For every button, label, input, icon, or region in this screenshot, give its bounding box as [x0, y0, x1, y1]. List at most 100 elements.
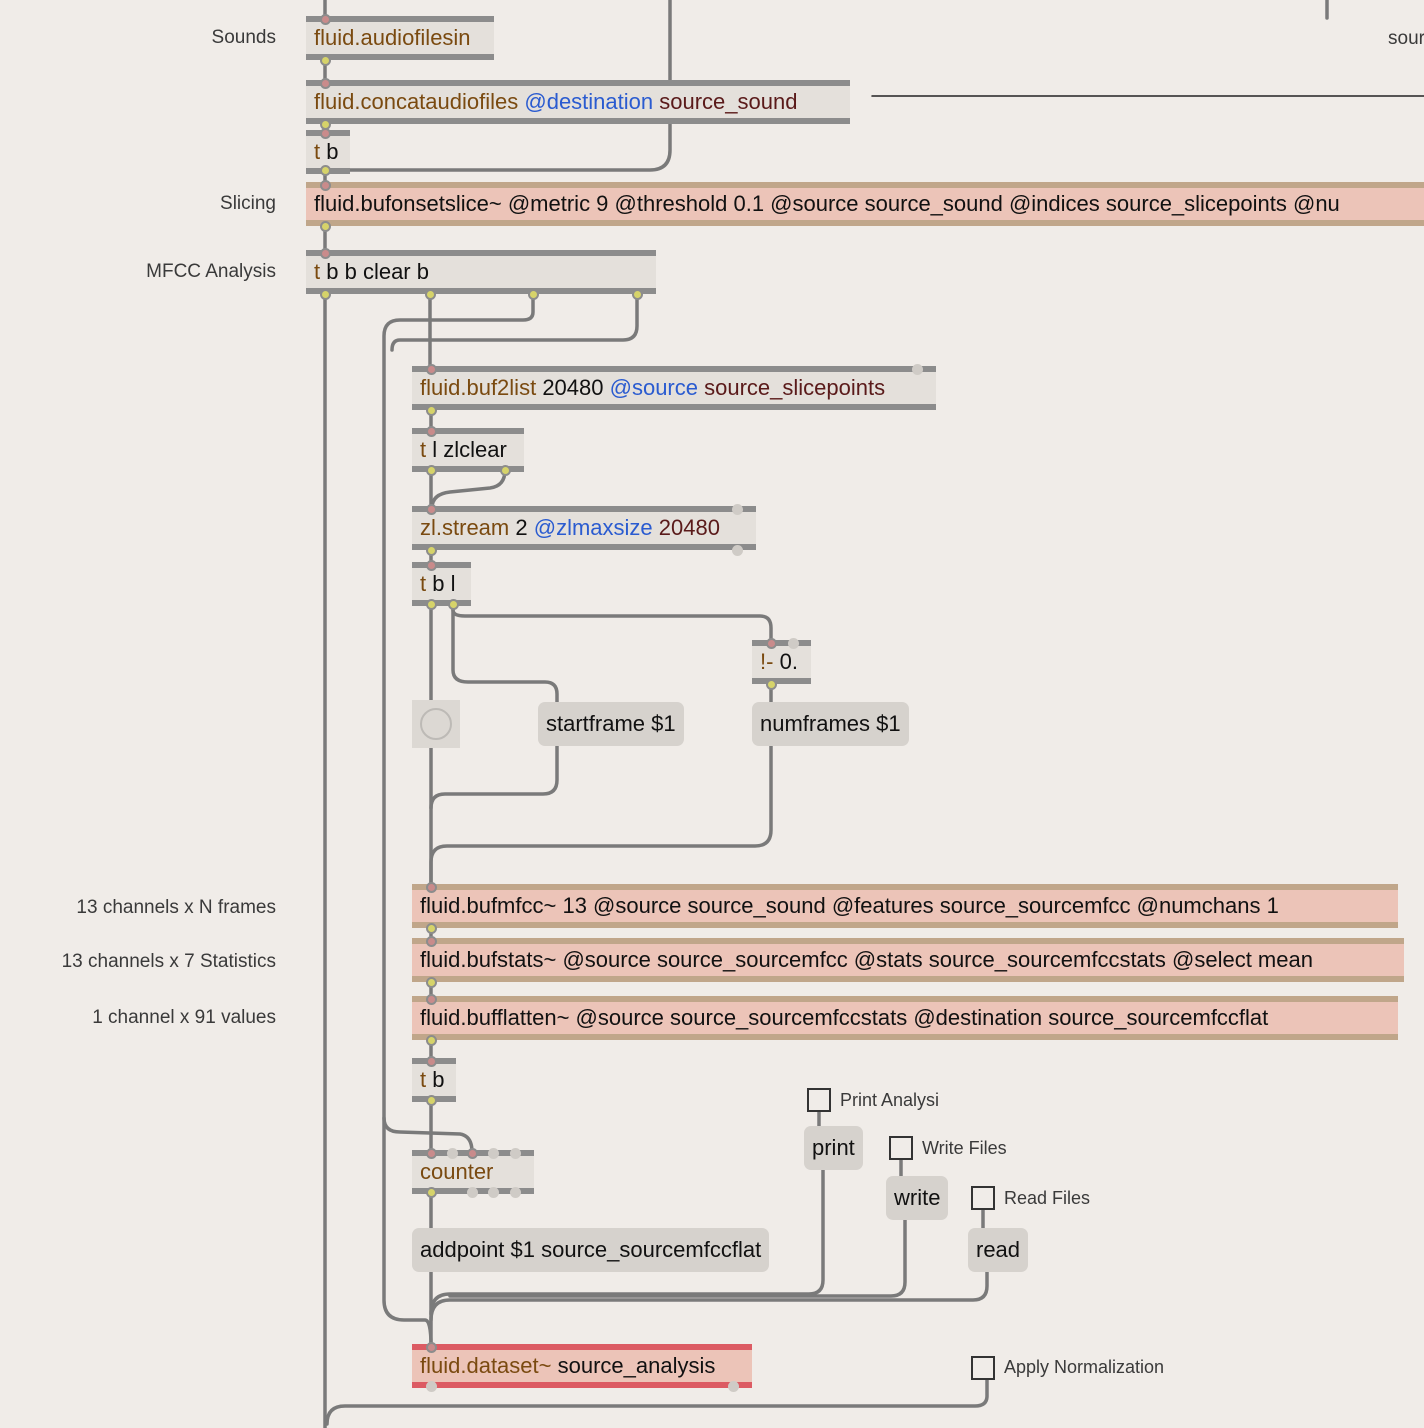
fluid-bufflatten-object[interactable]: fluid.bufflatten~ @source source_sourcem… — [412, 996, 1398, 1040]
fluid-bufonsetslice-object[interactable]: fluid.bufonsetslice~ @metric 9 @threshol… — [306, 182, 1424, 226]
outlet[interactable] — [632, 289, 643, 300]
object-argument: source_analysis — [557, 1353, 716, 1378]
fluid-audiofilesin-object[interactable]: fluid.audiofilesin — [306, 16, 494, 60]
inlet[interactable] — [912, 364, 923, 375]
outlet[interactable] — [426, 599, 437, 610]
outlet[interactable] — [426, 1381, 437, 1392]
outlet[interactable] — [732, 545, 743, 556]
addpoint-message[interactable]: addpoint $1 source_sourcemfccflat — [412, 1228, 770, 1272]
inlet[interactable] — [320, 180, 331, 191]
object-class: fluid.dataset~ — [420, 1353, 552, 1378]
outlet[interactable] — [425, 289, 436, 300]
outlet[interactable] — [510, 1187, 521, 1198]
object-argument: l zlclear — [432, 437, 507, 462]
inlet[interactable] — [426, 882, 437, 893]
object-argument: source_slicepoints — [704, 375, 886, 400]
inlet[interactable] — [320, 128, 331, 139]
inlet[interactable] — [447, 1148, 458, 1159]
inlet[interactable] — [510, 1148, 521, 1159]
object-argument: source_sound — [659, 89, 798, 114]
inlet[interactable] — [426, 1148, 437, 1159]
inlet[interactable] — [426, 1056, 437, 1067]
object-attribute: @destination — [524, 89, 654, 114]
outlet[interactable] — [488, 1187, 499, 1198]
inlet[interactable] — [426, 994, 437, 1005]
object-argument: b — [432, 1067, 445, 1092]
comment-top-right: sour — [1388, 28, 1424, 49]
comment-n-frames: 13 channels x N frames — [76, 897, 276, 918]
patch-cord — [429, 742, 773, 888]
object-text: fluid.bufmfcc~ 13 @source source_sound @… — [420, 893, 1279, 918]
object-text: fluid.bufflatten~ @source source_sourcem… — [420, 1005, 1269, 1030]
outlet[interactable] — [320, 165, 331, 176]
print-analysis-toggle[interactable] — [807, 1088, 831, 1112]
write-files-label: Write Files — [922, 1138, 1007, 1158]
numframes-message[interactable]: numframes $1 — [752, 702, 909, 746]
outlet[interactable] — [426, 1187, 437, 1198]
inlet[interactable] — [320, 14, 331, 25]
outlet[interactable] — [320, 289, 331, 300]
print-message[interactable]: print — [804, 1126, 863, 1170]
object-argument: 0. — [779, 649, 798, 674]
object-class: t — [420, 437, 427, 462]
inlet[interactable] — [426, 364, 437, 375]
inlet[interactable] — [426, 426, 437, 437]
inlet[interactable] — [426, 560, 437, 571]
outlet[interactable] — [528, 289, 539, 300]
inlet[interactable] — [426, 504, 437, 515]
outlet[interactable] — [448, 599, 459, 610]
outlet[interactable] — [728, 1381, 739, 1392]
outlet[interactable] — [320, 55, 331, 66]
outlet[interactable] — [467, 1187, 478, 1198]
startframe-message[interactable]: startframe $1 — [538, 702, 684, 746]
not-minus-object[interactable]: !- 0. — [752, 640, 811, 684]
read-files-toggle[interactable] — [971, 1186, 995, 1210]
fluid-concataudiofiles-object[interactable]: fluid.concataudiofiles @destination sour… — [306, 80, 850, 124]
write-message[interactable]: write — [886, 1176, 949, 1220]
outlet[interactable] — [426, 923, 437, 934]
fluid-bufmfcc-object[interactable]: fluid.bufmfcc~ 13 @source source_sound @… — [412, 884, 1398, 928]
outlet[interactable] — [766, 679, 777, 690]
object-argument: b l — [432, 571, 456, 596]
fluid-dataset-object[interactable]: fluid.dataset~ source_analysis — [412, 1344, 752, 1388]
outlet[interactable] — [426, 977, 437, 988]
inlet[interactable] — [467, 1148, 478, 1159]
trigger-b-b-clear-b-object[interactable]: t b b clear b — [306, 250, 656, 294]
patch-cord — [430, 468, 507, 510]
read-files-label: Read Files — [1004, 1188, 1091, 1208]
inlet[interactable] — [766, 638, 777, 649]
comment-slicing: Slicing — [220, 193, 276, 214]
write-files-toggle[interactable] — [889, 1136, 913, 1160]
fluid-bufstats-object[interactable]: fluid.bufstats~ @source source_sourcemfc… — [412, 938, 1404, 982]
object-number: 2 — [515, 515, 528, 540]
outlet[interactable] — [426, 465, 437, 476]
inlet[interactable] — [426, 936, 437, 947]
trigger-b-l-object[interactable]: t b l — [412, 562, 471, 606]
inlet[interactable] — [320, 248, 331, 259]
outlet[interactable] — [500, 465, 511, 476]
comment-sounds: Sounds — [211, 27, 276, 48]
inlet[interactable] — [732, 504, 743, 515]
outlet[interactable] — [426, 1035, 437, 1046]
read-message[interactable]: read — [968, 1228, 1029, 1272]
inlet[interactable] — [426, 1342, 437, 1353]
patch-cord — [390, 292, 639, 352]
inlet[interactable] — [788, 638, 799, 649]
outlet[interactable] — [320, 221, 331, 232]
patch-cord — [382, 1116, 474, 1154]
zl-stream-object[interactable]: zl.stream 2 @zlmaxsize 20480 — [412, 506, 756, 550]
bang-button[interactable] — [412, 700, 460, 748]
object-class: t — [420, 1067, 427, 1092]
inlet[interactable] — [488, 1148, 499, 1159]
fluid-buf2list-object[interactable]: fluid.buf2list 20480 @source source_slic… — [412, 366, 936, 410]
trigger-l-zlclear-object[interactable]: t l zlclear — [412, 428, 524, 472]
outlet[interactable] — [426, 405, 437, 416]
outlet[interactable] — [426, 1095, 437, 1106]
inlet[interactable] — [320, 78, 331, 89]
comment-mfcc-analysis: MFCC Analysis — [146, 261, 276, 282]
object-class: fluid.concataudiofiles — [314, 89, 519, 114]
outlet[interactable] — [426, 545, 437, 556]
object-class: zl.stream — [420, 515, 510, 540]
object-text: fluid.bufonsetslice~ @metric 9 @threshol… — [314, 191, 1340, 216]
apply-normalization-toggle[interactable] — [971, 1356, 995, 1380]
